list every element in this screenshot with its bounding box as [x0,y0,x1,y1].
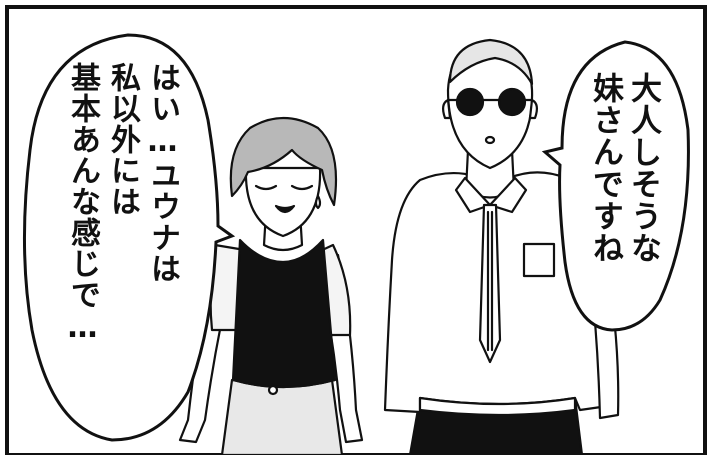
right-bubble-line-1: 大人しそうな [625,72,661,264]
left-bubble-text: はい…ユウナは 私以外には 基本あんな感じで… [62,62,182,346]
right-bubble-line-2: 妹さんですね [587,72,623,264]
left-bubble-line-3: 基本あんな感じで… [65,62,100,346]
left-speech-bubble [22,33,236,442]
right-bubble-text: 大人しそうな 妹さんですね [586,72,662,264]
left-bubble-line-2: 私以外には [105,62,140,217]
man-figure [383,38,620,455]
right-speech-bubble [541,40,690,332]
left-bubble-line-1: はい…ユウナは [145,62,180,284]
